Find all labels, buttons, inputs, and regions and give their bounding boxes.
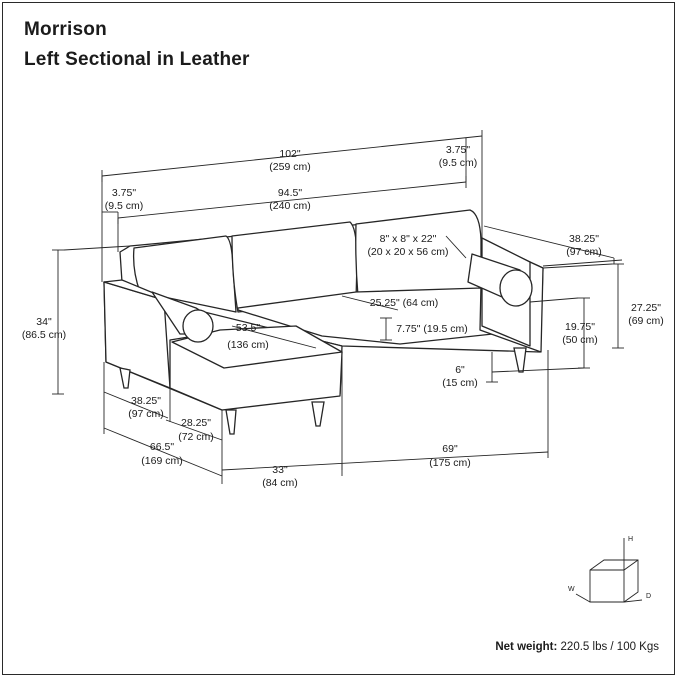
dim-chaise-inner-in: 28.25" [181, 417, 211, 429]
left-pillow-end [182, 309, 214, 343]
dim-overall-height-in: 34" [36, 316, 52, 328]
axis-d-label: D [646, 593, 651, 600]
net-weight: Net weight: 220.5 lbs / 100 Kgs [495, 641, 659, 653]
dim-overall-width-in: 102" [279, 148, 301, 160]
product-name: Morrison [24, 19, 107, 40]
axis-h-label: H [628, 536, 633, 543]
dim-depth-left-cm: (97 cm) [128, 408, 164, 420]
dim-sofa-width-in: 69" [442, 443, 458, 455]
dim-seat-cushion: 7.75" (19.5 cm) [396, 323, 467, 335]
dim-sofa-width-cm: (175 cm) [429, 457, 470, 469]
dim-left-arm-cm: (9.5 cm) [105, 200, 144, 212]
dim-arm-height-cm: (69 cm) [628, 315, 664, 327]
dim-arm-height-in: 27.25" [631, 302, 661, 314]
dim-right-arm-cm: (9.5 cm) [439, 157, 478, 169]
dim-depth-right-in: 38.25" [569, 233, 599, 245]
dim-left-arm-in: 3.75" [112, 187, 136, 199]
dim-pillow-in: 8" x 8" x 22" [380, 233, 437, 245]
dim-chaise-length-in: 53.5" [236, 322, 260, 334]
dim-seat-height-cm: (50 cm) [562, 334, 598, 346]
leg-back-right [513, 347, 527, 373]
axis-cube-icon [575, 538, 643, 603]
dim-leg-height-cm: (15 cm) [442, 377, 478, 389]
dim-depth-right-cm: (97 cm) [566, 246, 602, 258]
dim-seat-depth: 25.25" (64 cm) [370, 297, 439, 309]
axis-w-label: W [568, 586, 575, 593]
product-subtitle: Left Sectional in Leather [24, 49, 250, 70]
dim-right-arm-in: 3.75" [446, 144, 470, 156]
right-pillow-end [499, 269, 533, 307]
dim-chaise-inner-cm: (72 cm) [178, 431, 214, 443]
dim-chaise-depth-cm: (169 cm) [141, 455, 182, 467]
dim-pillow-cm: (20 x 20 x 56 cm) [367, 246, 448, 258]
dim-chaise-length-cm: (136 cm) [227, 339, 268, 351]
dim-depth-left-in: 38.25" [131, 395, 161, 407]
net-weight-value: 220.5 lbs / 100 Kgs [557, 641, 659, 653]
dim-chaise-width-in: 33" [272, 464, 288, 476]
leg-front-center [311, 401, 325, 427]
dim-seat-height-in: 19.75" [565, 321, 595, 333]
dim-overall-width-cm: (259 cm) [269, 161, 310, 173]
net-weight-label: Net weight: [495, 641, 558, 653]
dim-chaise-width-cm: (84 cm) [262, 477, 298, 489]
dim-chaise-depth-in: 66.5" [150, 441, 174, 453]
dim-inner-width-cm: (240 cm) [269, 200, 310, 212]
leg-front-left [225, 409, 237, 435]
dim-overall-height-cm: (86.5 cm) [22, 329, 66, 341]
leg-back-left [119, 367, 131, 389]
dim-inner-width-in: 94.5" [278, 187, 302, 199]
dim-leg-height-in: 6" [455, 364, 465, 376]
